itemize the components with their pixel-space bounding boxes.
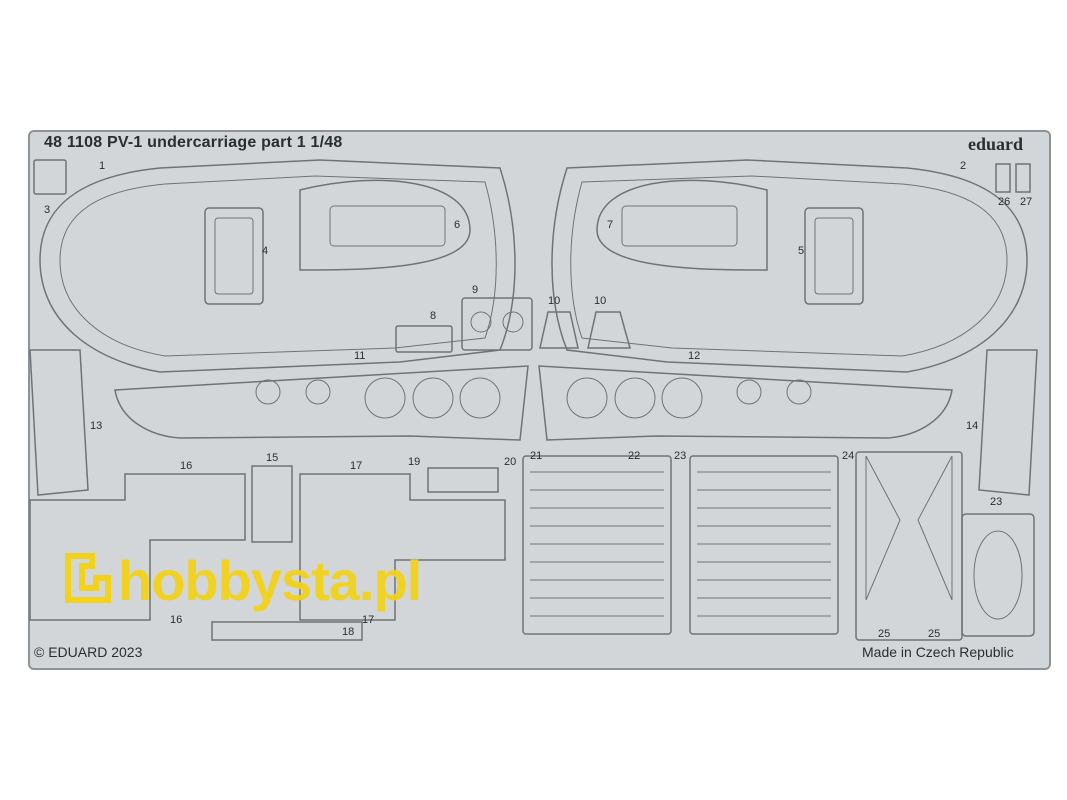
copyright-text: © EDUARD 2023 [34, 644, 143, 660]
part-label: 23 [990, 496, 1003, 508]
part-label: 16 [180, 460, 193, 472]
part-label: 10 [548, 295, 561, 307]
part-label: 21 [530, 450, 543, 462]
part-label: 12 [688, 350, 701, 362]
part-label: 22 [628, 450, 641, 462]
part-label: 6 [454, 219, 461, 231]
part-21-22 [522, 455, 672, 635]
part-label: 19 [408, 456, 421, 468]
part-label: 1 [99, 160, 106, 172]
part-label: 18 [342, 626, 355, 638]
part-label: 8 [430, 310, 437, 322]
part-3 [33, 159, 67, 195]
part-14 [978, 349, 1038, 496]
part-27 [1015, 163, 1031, 193]
part-label: 9 [472, 284, 479, 296]
part-label: 4 [262, 245, 269, 257]
part-15 [251, 465, 293, 543]
parts-16-17-frame [29, 473, 246, 621]
part-9 [461, 297, 533, 351]
part-label: 20 [504, 456, 517, 468]
part-11 [114, 365, 529, 441]
part-label: 3 [44, 204, 51, 216]
part-26 [995, 163, 1011, 193]
part-label: 27 [1020, 196, 1033, 208]
part-8 [395, 325, 453, 353]
part-label: 16 [170, 614, 183, 626]
part-12 [538, 365, 953, 441]
origin-text: Made in Czech Republic [862, 644, 1014, 660]
part-label: 15 [266, 452, 279, 464]
part-2-door [551, 159, 1028, 373]
watermark-logo-icon [65, 553, 111, 603]
part-18 [211, 621, 363, 641]
part-1-inner [59, 175, 497, 357]
part-label: 25 [878, 628, 891, 640]
part-label: 26 [998, 196, 1011, 208]
part-label: 24 [842, 450, 855, 462]
part-24 [855, 451, 963, 641]
part-label: 5 [798, 245, 805, 257]
part-label: 2 [960, 160, 967, 172]
part-label: 17 [350, 460, 363, 472]
part-label: 7 [607, 219, 614, 231]
part-13 [29, 349, 89, 496]
part-label: 10 [594, 295, 607, 307]
part-label: 25 [928, 628, 941, 640]
part-label: 14 [966, 420, 979, 432]
part-23 [689, 455, 839, 635]
part-23-right [961, 513, 1035, 637]
parts-19-20 [427, 467, 499, 493]
fret-title: 48 1108 PV-1 undercarriage part 1 1/48 [44, 134, 343, 151]
part-label: 13 [90, 420, 103, 432]
part-10b [587, 311, 631, 349]
part-1-door [39, 159, 516, 373]
part-label: 23 [674, 450, 687, 462]
part-label: 17 [362, 614, 375, 626]
part-10a [539, 311, 579, 349]
brand-logo: eduard [968, 134, 1024, 154]
part-label: 11 [354, 350, 366, 362]
watermark-text: hobbysta.pl [118, 549, 422, 612]
